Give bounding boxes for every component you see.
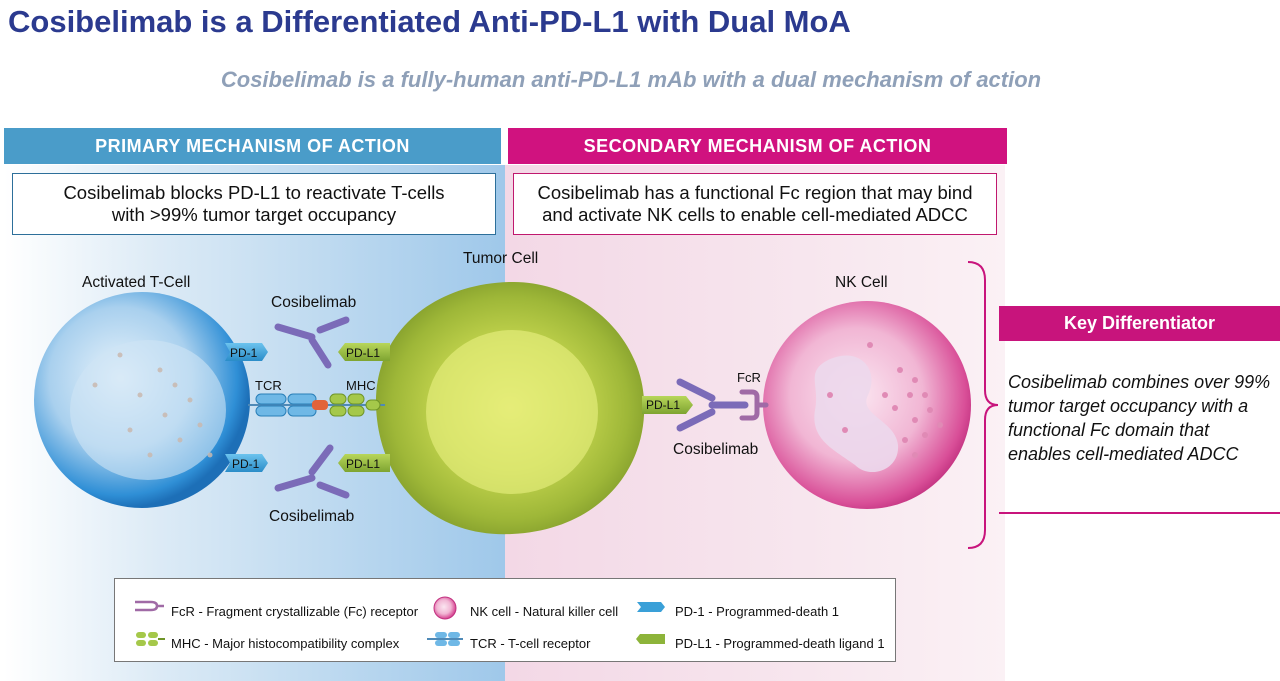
nk-cell-label: NK Cell <box>835 274 888 291</box>
secondary-description-line2: and activate NK cells to enable cell-med… <box>542 204 968 225</box>
legend-nk-text: NK cell - Natural killer cell <box>470 604 619 619</box>
pd1-receptor-top: PD-1 <box>225 343 268 361</box>
primary-description-line2: with >99% tumor target occupancy <box>111 204 397 225</box>
primary-description-line1: Cosibelimab blocks PD-L1 to reactivate T… <box>63 182 445 203</box>
tumor-cell-label: Tumor Cell <box>463 250 539 267</box>
cosibelimab-label-bottom: Cosibelimab <box>269 508 355 525</box>
tcr-mhc-complex <box>248 393 385 417</box>
secondary-moa-banner: SECONDARY MECHANISM OF ACTION <box>508 128 1007 164</box>
legend-mhc-text: MHC - Major histocompatibility complex <box>171 636 400 651</box>
pd1-icon <box>637 602 665 612</box>
tcr-icon <box>427 632 463 646</box>
svg-text:PD-L1: PD-L1 <box>346 457 380 471</box>
activated-tcell <box>34 292 250 508</box>
key-differentiator-brace <box>967 261 999 549</box>
pdl1-icon <box>636 634 665 644</box>
fcr-receptor <box>739 389 769 421</box>
nk-cell-icon <box>433 596 457 620</box>
legend-pdl1-text: PD-L1 - Programmed-death ligand 1 <box>675 636 885 651</box>
pdl1-ligand-nk: PD-L1 <box>642 396 693 414</box>
key-differentiator-divider <box>999 512 1280 514</box>
cosibelimab-antibody-top <box>274 316 350 369</box>
svg-text:PD-1: PD-1 <box>232 457 260 471</box>
key-differentiator-header: Key Differentiator <box>999 306 1280 341</box>
activated-tcell-label: Activated T-Cell <box>82 274 191 291</box>
mhc-icon <box>136 632 165 646</box>
cosibelimab-antibody-bottom <box>274 444 350 499</box>
primary-description-box: Cosibelimab blocks PD-L1 to reactivate T… <box>12 173 496 235</box>
pdl1-ligand-top: PD-L1 <box>338 343 390 361</box>
page-subtitle: Cosibelimab is a fully-human anti-PD-L1 … <box>220 67 1042 92</box>
fcr-icon <box>135 600 164 612</box>
legend-tcr-text: TCR - T-cell receptor <box>470 636 591 651</box>
primary-moa-banner: PRIMARY MECHANISM OF ACTION <box>4 128 501 164</box>
nk-cell <box>763 301 971 509</box>
cosibelimab-label-nk: Cosibelimab <box>673 441 759 458</box>
mhc-label: MHC <box>346 378 376 393</box>
key-differentiator-text: Cosibelimab combines over 99% tumor targ… <box>1008 372 1271 464</box>
cosibelimab-label-top: Cosibelimab <box>271 294 357 311</box>
legend-pd1-text: PD-1 - Programmed-death 1 <box>675 604 840 619</box>
tumor-cell <box>375 281 645 535</box>
pdl1-ligand-bottom: PD-L1 <box>338 454 390 472</box>
fcr-label: FcR <box>737 370 761 385</box>
svg-text:PD-L1: PD-L1 <box>346 346 380 360</box>
secondary-description-box: Cosibelimab has a functional Fc region t… <box>513 173 997 235</box>
legend: FcR - Fragment crystallizable (Fc) recep… <box>114 578 896 662</box>
cosibelimab-antibody-nk <box>676 378 749 432</box>
svg-text:PD-1: PD-1 <box>230 346 258 360</box>
pd1-receptor-bottom: PD-1 <box>225 454 268 472</box>
legend-fcr-text: FcR - Fragment crystallizable (Fc) recep… <box>171 604 419 619</box>
tcr-label: TCR <box>255 378 282 393</box>
svg-text:PD-L1: PD-L1 <box>646 398 680 412</box>
page-title: Cosibelimab is a Differentiated Anti-PD-… <box>8 4 851 39</box>
secondary-description-line1: Cosibelimab has a functional Fc region t… <box>537 182 973 203</box>
